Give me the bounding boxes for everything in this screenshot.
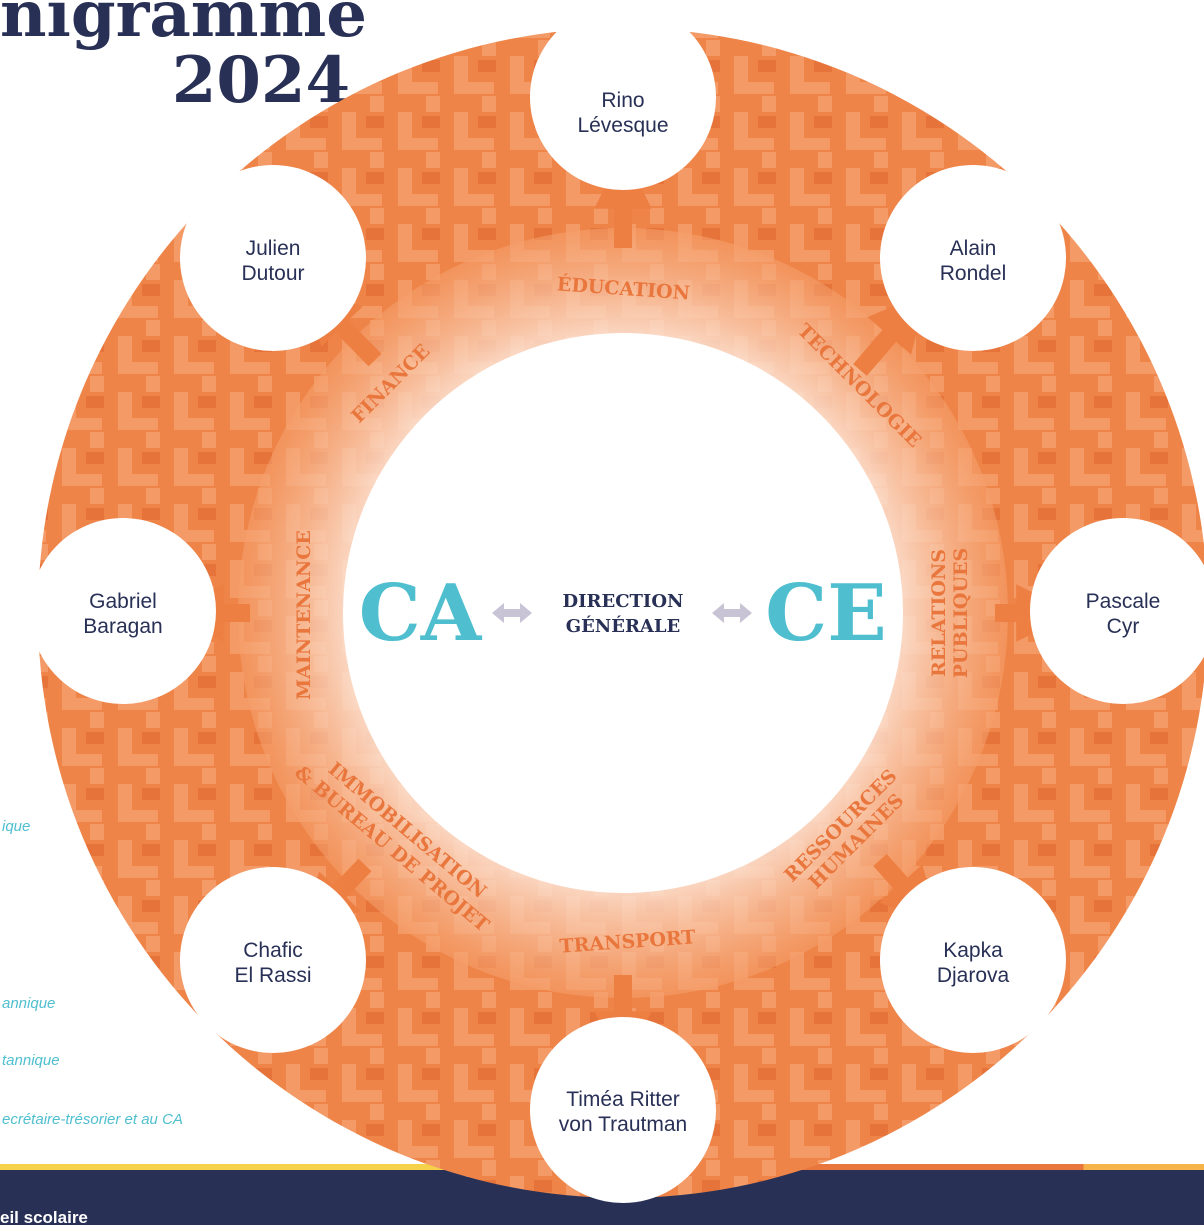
person-first-line: Kapka: [943, 939, 1003, 962]
person-second-line: Cyr: [1107, 615, 1140, 638]
person-node[interactable]: Pascale Cyr: [1030, 518, 1204, 704]
ce-label: CE: [765, 568, 887, 659]
arrow-technologie: [853, 292, 927, 376]
person-node[interactable]: Alain Rondel: [880, 165, 1066, 351]
ca-label: CA: [359, 568, 483, 659]
person-second-line: Djarova: [937, 964, 1010, 987]
dept-relations: RELATIONS PUBLIQUES: [928, 548, 972, 679]
legend-line: tannique: [2, 1052, 60, 1069]
inner-disc: [343, 333, 903, 893]
person-node[interactable]: Gabriel Baragan: [30, 518, 216, 704]
direction-line1: DIRECTION: [563, 591, 684, 612]
person-first-line: Alain: [950, 237, 997, 260]
person-second-line: Dutour: [241, 262, 304, 285]
direction-line2: GÉNÉRALE: [566, 614, 681, 637]
legend-line: ique: [2, 818, 31, 835]
dept-relations-line1: RELATIONS: [928, 549, 950, 677]
person-node[interactable]: Rino Lévesque: [530, 4, 716, 190]
dept-maintenance: MAINTENANCE: [293, 530, 315, 700]
footer-label: eil scolaire: [0, 1208, 88, 1227]
dept-relations-line2: PUBLIQUES: [950, 548, 972, 679]
double-arrow-icon: [712, 603, 752, 623]
person-second-line: von Trautman: [559, 1113, 687, 1136]
person-nodes: Rino Lévesque Alain Rondel Pascale Cyr K…: [30, 4, 1204, 1203]
title-line-2: 2024: [171, 43, 350, 118]
double-arrow-icon: [492, 603, 532, 623]
person-node[interactable]: Julien Dutour: [180, 165, 366, 351]
person-first-line: Rino: [601, 89, 644, 112]
person-first-line: Julien: [246, 237, 301, 260]
person-second-line: El Rassi: [234, 964, 311, 987]
person-second-line: Rondel: [940, 262, 1007, 285]
person-second-line: Lévesque: [577, 114, 668, 137]
person-first-line: Chafic: [243, 939, 303, 962]
person-first-line: Pascale: [1086, 590, 1161, 613]
page-title: nigramme 2024: [0, 0, 367, 114]
person-node[interactable]: Timéa Ritter von Trautman: [530, 1017, 716, 1203]
person-first-line: Timéa Ritter: [566, 1088, 680, 1111]
legend-line: annique: [2, 995, 56, 1012]
title-line-1: nigramme: [0, 0, 367, 52]
person-node[interactable]: Kapka Djarova: [880, 867, 1066, 1053]
person-node[interactable]: Chafic El Rassi: [180, 867, 366, 1053]
legend-line: ecrétaire-trésorier et au CA: [2, 1111, 183, 1128]
person-second-line: Baragan: [83, 615, 162, 638]
person-first-line: Gabriel: [89, 590, 157, 613]
center-direction: CA CE DIRECTION GÉNÉRALE: [359, 568, 887, 659]
